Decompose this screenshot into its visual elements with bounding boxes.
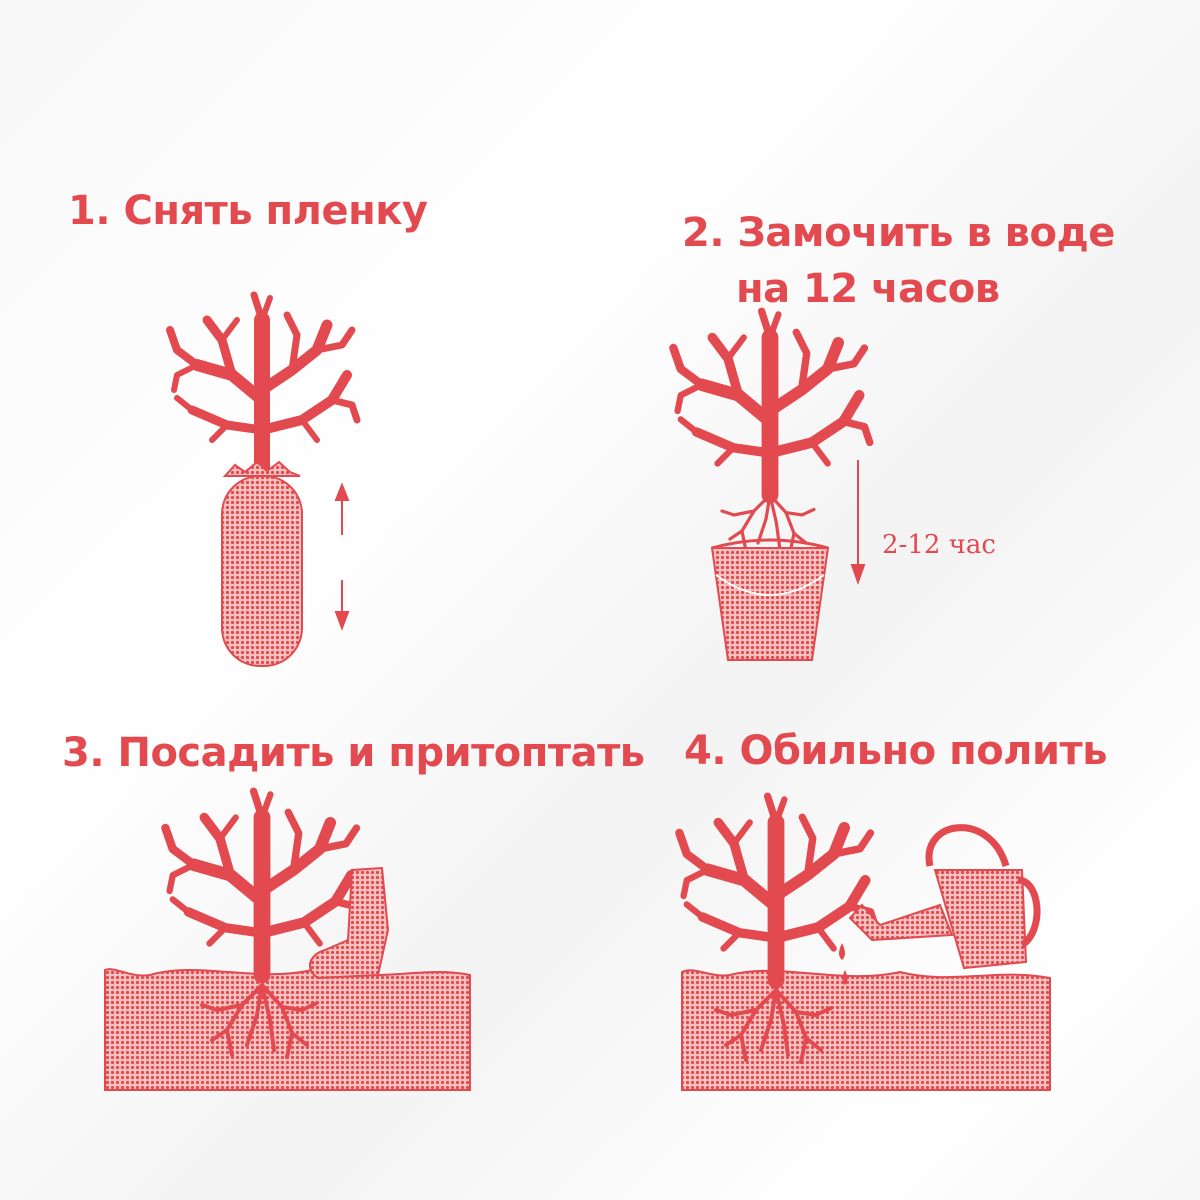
boot-icon [309,866,390,980]
tree-in-bucket-icon [673,311,869,661]
step-1-title: 1. Снять пленку [68,188,428,234]
tree-in-wrap-icon [170,295,357,667]
down-arrow-icon [850,460,866,586]
watered-tree-icon [679,796,1051,1091]
watering-can-icon [848,824,1041,970]
step-3-title: 3. Посадить и притоптать [62,730,645,776]
up-down-arrow-icon [334,482,350,631]
planted-tree-icon [104,791,471,1091]
soak-duration-label: 2-12 час [882,530,996,560]
step-4-title: 4. Обильно полить [684,728,1107,774]
